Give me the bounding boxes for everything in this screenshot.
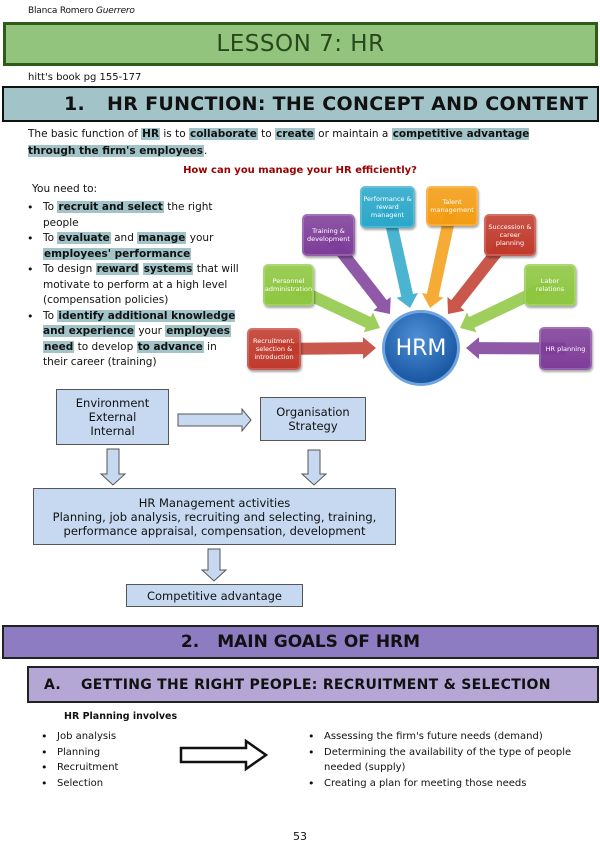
box-line: Planning, job analysis, recruiting and s… <box>52 509 377 524</box>
text: your <box>134 325 166 337</box>
text: to <box>257 128 276 140</box>
list-item: To recruit and select the right people <box>24 200 244 231</box>
highlight: evaluate <box>57 232 111 244</box>
arrow-right-icon <box>177 407 252 433</box>
book-reference: hitt's book pg 155-177 <box>28 72 142 83</box>
list-item: To identify additional knowledge and exp… <box>24 309 244 371</box>
lesson-title: LESSON 7: HR <box>216 31 385 57</box>
text: The basic function of <box>28 128 142 140</box>
subsection-title: GETTING THE RIGHT PEOPLE: RECRUITMENT & … <box>81 676 551 693</box>
hrm-node-talent: Talent management <box>426 186 478 226</box>
subsection-letter: A. <box>44 676 62 693</box>
text: and <box>110 232 138 244</box>
section-2-header: 2. MAIN GOALS OF HRM <box>2 625 599 659</box>
highlight: to advance <box>136 340 204 353</box>
box-title: HR Management activities <box>138 495 291 510</box>
hrm-center-label: HRM <box>395 335 447 361</box>
text: To <box>43 309 58 322</box>
section-number: 1. <box>64 93 86 115</box>
section-title: MAIN GOALS OF HRM <box>217 632 421 652</box>
text: to develop <box>74 340 137 353</box>
page-number: 53 <box>293 830 307 843</box>
hrm-node-recruitment: Recruitment, selection & introduction <box>247 328 301 370</box>
author-last: Guerrero <box>95 6 135 16</box>
arrow-down-icon <box>300 449 328 486</box>
planning-items-list: Job analysis Planning Recruitment Select… <box>38 729 188 791</box>
highlight: reward <box>95 263 140 275</box>
text: your <box>186 232 214 244</box>
text: in their career (training) <box>43 340 217 369</box>
highlight: employees' performance <box>43 247 192 260</box>
hr-planning-title: HR Planning involves <box>64 711 178 722</box>
highlight: manage <box>137 232 187 244</box>
box-line: Environment <box>75 396 150 410</box>
hrm-node-succession: Succession & career planning <box>484 214 536 256</box>
text: that will motivate to perform at a high … <box>43 263 239 306</box>
planning-steps-list: Assessing the firm's future needs (deman… <box>305 729 595 791</box>
box-line: Strategy <box>288 419 338 433</box>
section-1-header: 1. HR FUNCTION: THE CONCEPT AND CONTENT <box>2 86 599 122</box>
text: . <box>204 145 208 157</box>
list-item: Job analysis <box>38 729 188 745</box>
list-item: Planning <box>38 745 188 761</box>
hrm-arrow-icon <box>422 204 458 308</box>
hrm-center-circle: HRM <box>382 310 460 386</box>
question-heading: How can you manage your HR efficiently? <box>183 165 417 176</box>
list-item: Recruitment <box>38 760 188 776</box>
box-line: Organisation <box>276 405 350 419</box>
organisation-box: Organisation Strategy <box>260 397 366 441</box>
text: To design <box>43 263 96 275</box>
author-name: Blanca Romero Guerrero <box>28 6 135 16</box>
list-item: To design reward systems that will motiv… <box>24 262 244 309</box>
highlight: recruit and select <box>57 201 164 213</box>
lesson-title-banner: LESSON 7: HR <box>3 22 598 66</box>
highlight: need <box>43 340 75 353</box>
list-item: Determining the availability of the type… <box>305 745 595 776</box>
text: is to <box>160 128 189 140</box>
hr-activities-box: HR Management activities Planning, job a… <box>33 488 396 545</box>
section-title: HR FUNCTION: THE CONCEPT AND CONTENT <box>107 93 589 115</box>
text: or maintain a <box>314 128 392 140</box>
author-first: Blanca Romero <box>28 6 94 16</box>
hrm-arrow-icon <box>381 205 418 308</box>
hrm-node-personnel: Personnel administration <box>263 264 314 306</box>
intro-paragraph: The basic function of HR is to collabora… <box>28 126 568 160</box>
list-item: Creating a plan for meeting those needs <box>305 776 595 792</box>
subsection-a-header: A. GETTING THE RIGHT PEOPLE: RECRUITMENT… <box>27 666 599 703</box>
box-line: External <box>88 410 137 424</box>
hrm-node-training: Training & development <box>302 214 355 256</box>
text: To <box>43 201 58 213</box>
highlight: create <box>275 128 315 140</box>
competitive-advantage-box: Competitive advantage <box>126 584 303 607</box>
box-line: Internal <box>90 424 135 438</box>
hrm-diagram: Recruitment, selection & introduction Pe… <box>240 180 600 386</box>
hrm-node-performance: Performance & reward managent <box>360 186 415 228</box>
section-number: 2. <box>180 632 200 652</box>
arrow-down-icon <box>200 548 228 582</box>
text: To <box>43 232 58 244</box>
need-label: You need to: <box>32 183 98 195</box>
box-label: Competitive advantage <box>146 588 282 603</box>
highlight: employees <box>165 325 232 337</box>
environment-box: Environment External Internal <box>56 389 169 445</box>
list-item: Assessing the firm's future needs (deman… <box>305 729 595 745</box>
list-item: Selection <box>38 776 188 792</box>
arrow-down-icon <box>99 448 127 486</box>
needs-list: To recruit and select the right people T… <box>24 200 244 371</box>
highlight: collaborate <box>188 128 258 140</box>
list-item: To evaluate and manage your employees' p… <box>24 231 244 262</box>
box-line: performance appraisal, compensation, dev… <box>63 523 366 538</box>
big-arrow-right-icon <box>179 738 269 772</box>
text: the right people <box>43 201 213 229</box>
hrm-node-labor: Labor relations <box>524 264 576 306</box>
highlight: systems <box>142 263 194 275</box>
highlight: HR <box>141 128 161 140</box>
hrm-node-hr-planning: HR planning <box>539 327 592 370</box>
